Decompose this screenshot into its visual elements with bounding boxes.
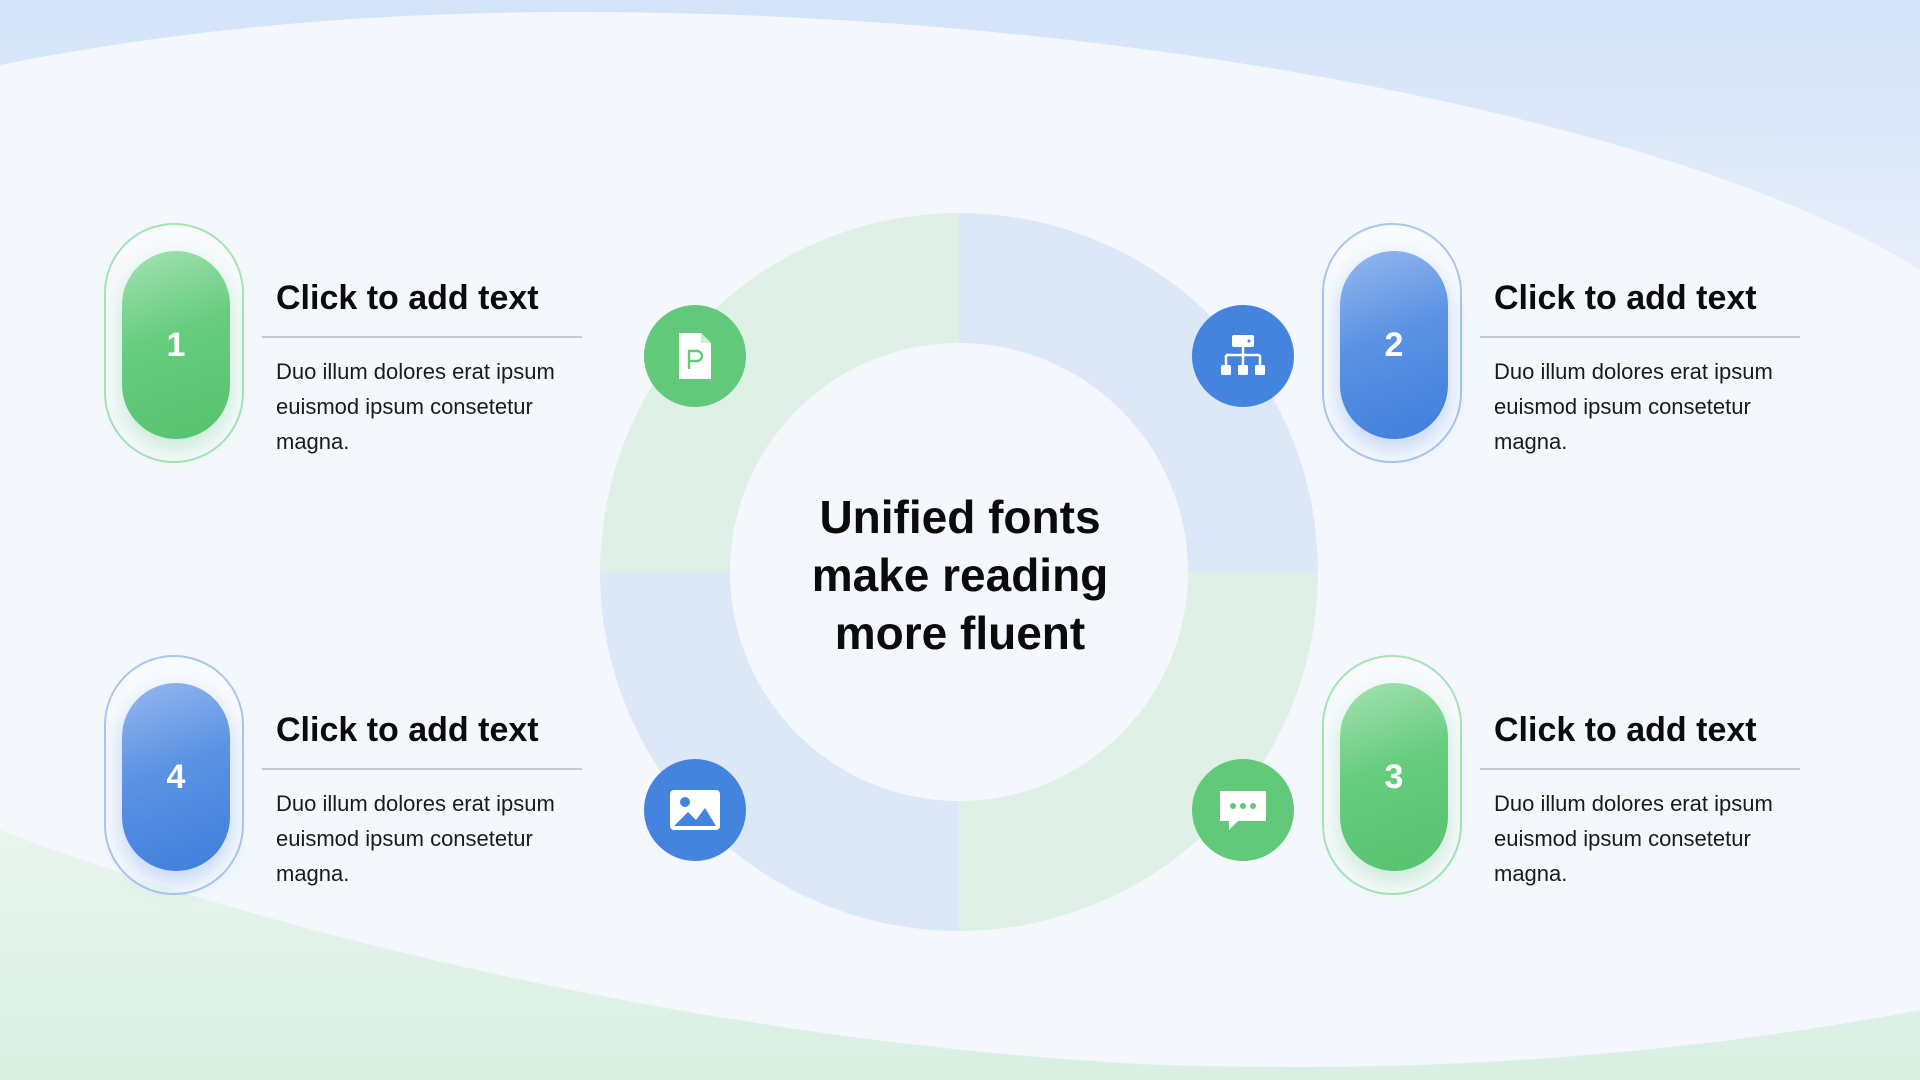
center-title: Unified fonts make reading more fluent [760,488,1160,662]
hierarchy-icon [1221,335,1265,375]
quadrant-ring [600,213,1318,931]
step-2-text-block[interactable]: Click to add text Duo illum dolores erat… [1480,272,1800,459]
step-3-number: 3 [1340,683,1448,871]
step-2-divider [1480,336,1800,338]
center-title-line: make reading [811,549,1109,601]
chat-icon [1220,791,1266,830]
step-1-pill: 1 [104,223,244,463]
step-1-text-block[interactable]: Click to add text Duo illum dolores erat… [262,272,582,459]
center-title-line: more fluent [834,607,1086,659]
step-2-pill: 2 [1322,223,1462,463]
document-icon [679,333,711,379]
step-1-title[interactable]: Click to add text [276,279,539,317]
step-3-divider [1480,768,1800,770]
step-3-pill: 3 [1322,655,1462,895]
ring-segment-2 [959,213,1318,572]
step-2-number: 2 [1340,251,1448,439]
step-4-title[interactable]: Click to add text [276,711,539,749]
step-4-body[interactable]: Duo illum dolores erat ipsum euismod ips… [276,791,555,886]
step-1-body[interactable]: Duo illum dolores erat ipsum euismod ips… [276,359,555,454]
ring-segment-1 [600,213,959,572]
document-icon-circle[interactable] [644,305,746,407]
ring-segment-4 [600,572,959,931]
step-4-number: 4 [122,683,230,871]
chat-icon-circle[interactable] [1192,759,1294,861]
step-2-title[interactable]: Click to add text [1494,279,1757,317]
center-title-line: Unified fonts [819,491,1101,543]
step-1-number: 1 [122,251,230,439]
image-icon [670,790,720,830]
step-4-divider [262,768,582,770]
ring-segment-3 [959,572,1318,931]
step-1-divider [262,336,582,338]
step-4-pill: 4 [104,655,244,895]
step-3-title[interactable]: Click to add text [1494,711,1757,749]
step-3-text-block[interactable]: Click to add text Duo illum dolores erat… [1480,704,1800,891]
image-icon-circle[interactable] [644,759,746,861]
step-3-body[interactable]: Duo illum dolores erat ipsum euismod ips… [1494,791,1773,886]
hierarchy-icon-circle[interactable] [1192,305,1294,407]
step-4-text-block[interactable]: Click to add text Duo illum dolores erat… [262,704,582,891]
step-2-body[interactable]: Duo illum dolores erat ipsum euismod ips… [1494,359,1773,454]
